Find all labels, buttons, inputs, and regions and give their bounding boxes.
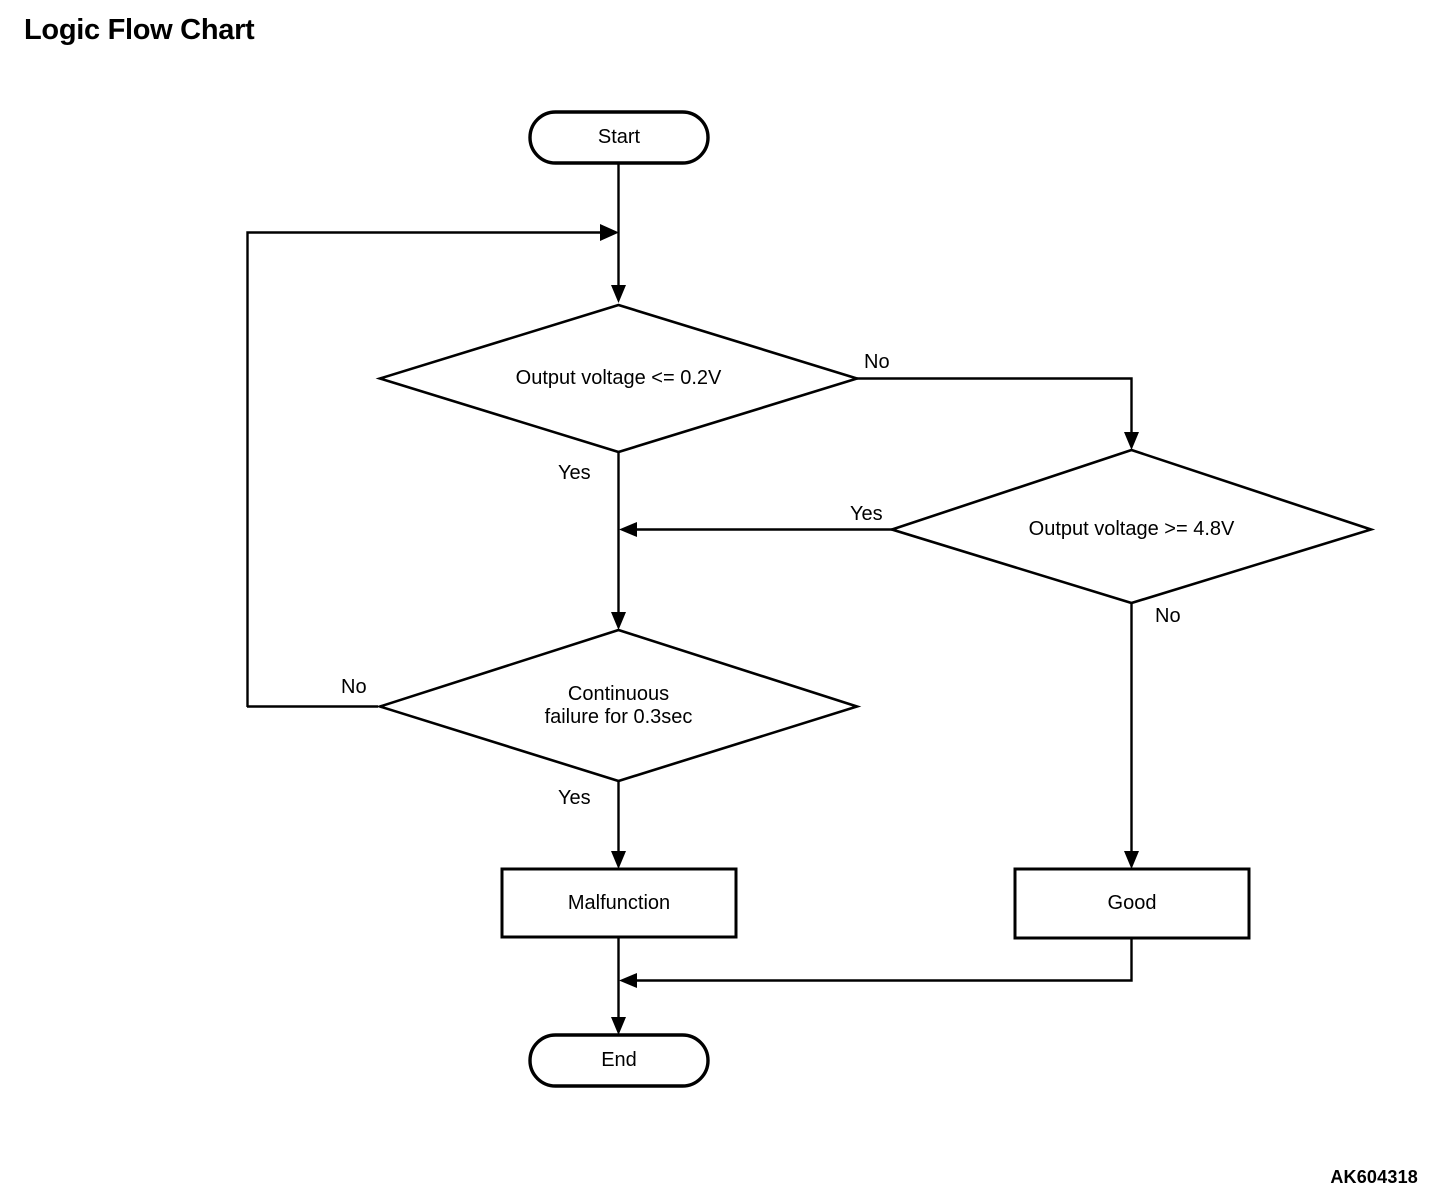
connector-decision-low-no-to-decision-high — [857, 377, 1139, 450]
node-good[interactable] — [1013, 867, 1251, 940]
node-start[interactable] — [528, 110, 710, 165]
connector-decision-continuous-yes-to-malfunction — [611, 781, 626, 869]
edge-label-decision-continuous-yes: Yes — [558, 787, 591, 809]
connector-decision-high-no-to-good — [1124, 603, 1139, 869]
edge-label-decision-continuous-no: No — [341, 676, 367, 698]
connector-decision-low-yes-to-decision-continuous — [611, 452, 626, 630]
node-end[interactable] — [528, 1033, 710, 1088]
edge-label-decision-high-yes: Yes — [850, 503, 883, 525]
connector-good-to-end — [619, 938, 1133, 988]
node-malfunction[interactable] — [500, 867, 738, 939]
connector-decision-high-yes-to-main — [619, 522, 893, 537]
connector-start-to-decision-low — [611, 163, 626, 303]
node-decision-output-voltage-low[interactable] — [375, 303, 862, 454]
node-decision-output-voltage-high[interactable] — [887, 448, 1376, 605]
corner-reference-code: AK604318 — [1330, 1167, 1418, 1187]
edge-label-decision-low-yes: Yes — [558, 462, 591, 484]
connector-malfunction-to-end — [611, 937, 626, 1035]
page-title: Logic Flow Chart — [24, 14, 255, 46]
edge-label-decision-low-no: No — [864, 351, 890, 373]
edge-label-decision-high-no: No — [1155, 605, 1181, 627]
node-decision-continuous-failure[interactable] — [375, 628, 862, 783]
connector-loopback-into-main — [246, 224, 619, 707]
